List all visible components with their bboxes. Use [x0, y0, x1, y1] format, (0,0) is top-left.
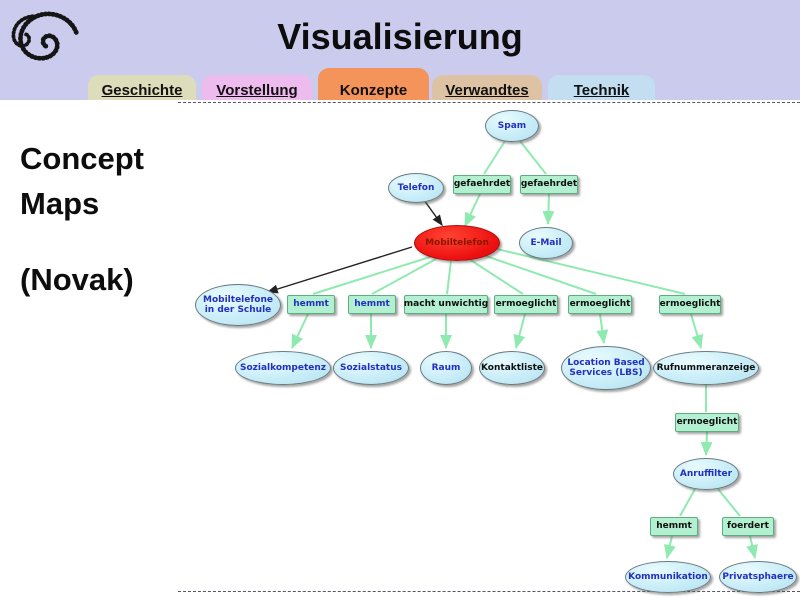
tab-label: Technik: [573, 82, 630, 99]
concept-map-edge: [542, 193, 555, 225]
concept-map-edge: [371, 258, 437, 295]
concept-map-edge: [513, 313, 526, 349]
concept-node-spam: Spam: [485, 110, 539, 142]
concept-node-telefon: Telefon: [388, 173, 444, 203]
concept-map-edges: [266, 140, 758, 559]
concept-node-ermoeglicht-2: ermoeglicht: [568, 294, 632, 314]
concept-node-hemmt-3: hemmt: [650, 516, 698, 536]
concept-node-rufnummeranzeige: Rufnummeranzeige: [653, 351, 759, 385]
concept-node-sozialstatus: Sozialstatus: [333, 351, 409, 385]
slide-heading-title: Concept Maps: [20, 141, 144, 221]
concept-node-kontaktliste: Kontaktliste: [479, 351, 545, 385]
tab-label: Verwandtes: [445, 82, 529, 99]
concept-node-ermoeglicht-1: ermoeglicht: [494, 294, 558, 314]
concept-map-edge: [291, 313, 309, 349]
tab-label: Geschichte: [101, 82, 183, 99]
concept-node-ermoeglicht-4: ermoeglicht: [675, 412, 739, 432]
tab-vorstellung[interactable]: Vorstellung: [202, 75, 312, 100]
concept-node-anruffilter: Anruffilter: [673, 458, 739, 490]
concept-map-edge: [664, 535, 676, 559]
tab-konzepte[interactable]: Konzepte: [318, 68, 429, 100]
concept-map-edge: [423, 199, 443, 227]
concept-map-edge: [496, 248, 686, 295]
concept-node-lbs: Location Based Services (LBS): [561, 346, 651, 390]
concept-map-edge: [717, 488, 741, 517]
concept-node-kommunikation: Kommunikation: [625, 561, 711, 593]
concept-map-edge: [679, 488, 696, 517]
concept-map-edge: [746, 535, 758, 559]
concept-node-macht-unwichtig: macht unwichtig: [404, 294, 488, 314]
concept-node-sozialkompetenz: Sozialkompetenz: [235, 351, 331, 385]
spiral-logo: [11, 11, 79, 61]
concept-node-email: E-Mail: [519, 227, 573, 259]
concept-node-ermoeglicht-3: ermoeglicht: [659, 294, 721, 314]
tab-label: Vorstellung: [216, 82, 298, 99]
tab-technik[interactable]: Technik: [548, 75, 655, 100]
concept-map-edge: [483, 140, 506, 175]
concept-map-edge: [700, 431, 713, 456]
concept-map-edge: [596, 313, 609, 344]
concept-node-hemmt-1: hemmt: [287, 294, 335, 314]
concept-map-edge: [690, 313, 704, 349]
concept-node-gefaehrdet-2: gefaehrdet: [520, 174, 578, 194]
concept-node-privatsphaere: Privatsphaere: [719, 561, 797, 593]
concept-map-edge: [468, 258, 524, 295]
concept-map-edge: [519, 140, 547, 175]
concept-map-edge: [266, 246, 413, 294]
concept-node-schule: Mobiltelefone in der Schule: [195, 284, 281, 326]
concept-map-edge: [312, 256, 431, 295]
concept-node-raum: Raum: [420, 351, 472, 385]
header: Visualisierung Geschichte Vorstellung Konz…: [0, 0, 800, 100]
concept-node-hemmt-2: hemmt: [348, 294, 396, 314]
slide-heading-subtitle: (Novak): [20, 262, 134, 297]
concept-map-edge: [446, 260, 452, 295]
slide-heading: Concept Maps (Novak): [20, 136, 178, 297]
concept-map-edge: [464, 193, 481, 227]
page-title: Visualisierung: [277, 16, 523, 57]
concept-map-edge: [482, 254, 597, 295]
tab-verwandtes[interactable]: Verwandtes: [432, 75, 542, 100]
tab-geschichte[interactable]: Geschichte: [88, 75, 196, 100]
concept-node-gefaehrdet-1: gefaehrdet: [453, 174, 511, 194]
tab-label: Konzepte: [339, 82, 408, 99]
concept-node-mobiltelefon: Mobiltelefon: [414, 225, 500, 261]
concept-node-foerdert: foerdert: [722, 516, 774, 536]
